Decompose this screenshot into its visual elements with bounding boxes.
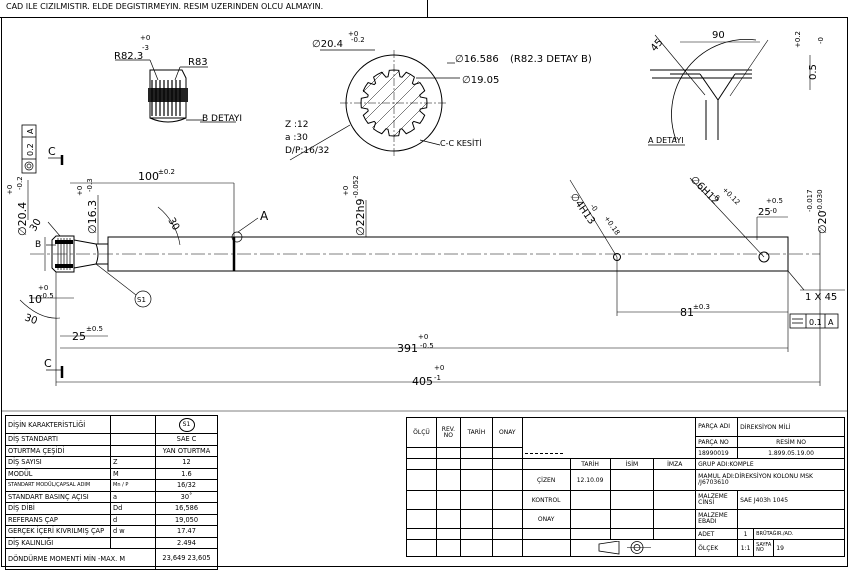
section-cc-view: ∅20.4 +0 -0.2 ∅16.586 (R82.3 DETAY B) ∅1… (285, 30, 592, 161)
svg-text:405: 405 (412, 375, 433, 388)
svg-text:-0: -0 (817, 37, 825, 44)
svg-text:∅6H12: ∅6H12 (688, 174, 721, 207)
svg-text:(R82.3 DETAY B): (R82.3 DETAY B) (510, 54, 592, 65)
svg-text:25: 25 (758, 207, 771, 218)
a-detail-view: 45 90 0.5 +0.2 -0 A DETAYI (648, 30, 825, 146)
svg-text:∅22h9: ∅22h9 (354, 198, 367, 236)
svg-text:30: 30 (28, 217, 44, 234)
material: SAE J403h 1045 (737, 490, 845, 510)
svg-text:-0.5: -0.5 (420, 342, 434, 350)
b-detail-r1: R82.3 (114, 51, 143, 62)
svg-text:-0.2: -0.2 (16, 176, 24, 190)
svg-text:81: 81 (680, 306, 694, 319)
svg-text:-1: -1 (434, 374, 441, 382)
svg-text:Z :12: Z :12 (285, 120, 309, 130)
view-b-label: B (35, 240, 41, 250)
runout-tolerance: 0.2 (26, 143, 35, 156)
svg-text:100: 100 (138, 170, 159, 183)
sheet-number: 19 (773, 539, 845, 557)
svg-text:∅20: ∅20 (816, 210, 829, 234)
drawing-number: 1.899.05.19.00 (737, 447, 845, 459)
svg-text:+0.2: +0.2 (794, 31, 802, 48)
svg-text:-0: -0 (711, 192, 722, 203)
detail-a-callout: A (260, 209, 269, 223)
svg-text:+0: +0 (434, 364, 444, 372)
b-detail-r2: R83 (188, 57, 208, 68)
a-detail-label: A DETAYI (648, 136, 684, 145)
svg-text:30: 30 (23, 312, 39, 327)
svg-text:391: 391 (397, 342, 418, 355)
svg-text:A: A (828, 318, 834, 327)
svg-text:a :30: a :30 (285, 133, 308, 143)
part-name: DİREKSİYON MİLİ (737, 417, 845, 437)
header-note: CAD ILE CIZILMISTIR. ELDE DEGISTIRMEYIN.… (6, 2, 324, 11)
svg-text:+0.18: +0.18 (602, 215, 621, 237)
scale: 1:1 (737, 539, 755, 557)
svg-text:∅20.4: ∅20.4 (16, 202, 29, 236)
svg-text:+0: +0 (348, 30, 358, 38)
svg-text:0.5: 0.5 (808, 64, 819, 80)
spline-callout-s1: S1 (137, 296, 146, 304)
svg-text:-0.030: -0.030 (816, 189, 824, 212)
svg-text:+0: +0 (418, 333, 428, 341)
svg-text:-0: -0 (588, 203, 599, 213)
svg-text:+0.5: +0.5 (766, 197, 783, 205)
svg-text:∅19.05: ∅19.05 (462, 75, 499, 86)
section-marker-c-top: C (48, 145, 56, 158)
svg-text:+0.12: +0.12 (721, 186, 742, 207)
svg-text:45: 45 (649, 37, 666, 54)
svg-text:-0.017: -0.017 (806, 189, 814, 212)
svg-text:∅16.586: ∅16.586 (455, 54, 499, 65)
part-number: 18990019 (695, 447, 739, 459)
svg-text:D/P:16/32: D/P:16/32 (285, 146, 329, 156)
flatness-tolerance: 0.1 (809, 318, 822, 327)
projection-symbol (569, 539, 697, 557)
svg-text:10: 10 (28, 293, 42, 306)
svg-text:-0.5: -0.5 (40, 292, 54, 300)
svg-text:∅16.3: ∅16.3 (86, 200, 99, 234)
svg-text:-0.3: -0.3 (86, 178, 94, 192)
svg-text:-0.2: -0.2 (351, 36, 365, 44)
svg-text:+0: +0 (76, 186, 84, 196)
svg-text:A: A (26, 128, 35, 134)
svg-text:∅20.4: ∅20.4 (312, 39, 343, 50)
section-cc-label: C-C KESİTİ (440, 138, 482, 148)
svg-text:30: 30 (165, 216, 181, 233)
svg-text:+0: +0 (342, 186, 350, 196)
drawn-date: 12.10.09 (569, 469, 611, 491)
svg-text:±0.3: ±0.3 (693, 303, 710, 311)
b-detail-view: R82.3 +0 -3 R83 B DETAYI (114, 34, 242, 124)
title-block: ÖLÇÜ REV. NO TARİH ONAY PARÇA ADI DİREKS… (406, 417, 845, 557)
main-shaft-view: C C 0.2 A ∅20.4 +0 -0.2 ∅16.3 +0 -0.3 30… (6, 124, 845, 388)
svg-text:-0.052: -0.052 (352, 175, 360, 198)
spline-characteristic: S1 (178, 417, 195, 432)
svg-text:+0: +0 (140, 34, 150, 42)
svg-text:±0.2: ±0.2 (158, 168, 175, 176)
svg-text:25: 25 (72, 330, 86, 343)
section-marker-c-bottom: C (44, 357, 52, 370)
svg-text:+0: +0 (38, 284, 48, 292)
svg-text:-0: -0 (770, 207, 777, 215)
b-detail-label: B DETAYI (202, 114, 242, 124)
svg-text:±0.5: ±0.5 (86, 325, 103, 333)
svg-text:-3: -3 (142, 44, 149, 52)
svg-text:90: 90 (712, 30, 725, 41)
svg-text:+0: +0 (6, 185, 14, 195)
svg-text:1 X 45: 1 X 45 (805, 292, 837, 303)
